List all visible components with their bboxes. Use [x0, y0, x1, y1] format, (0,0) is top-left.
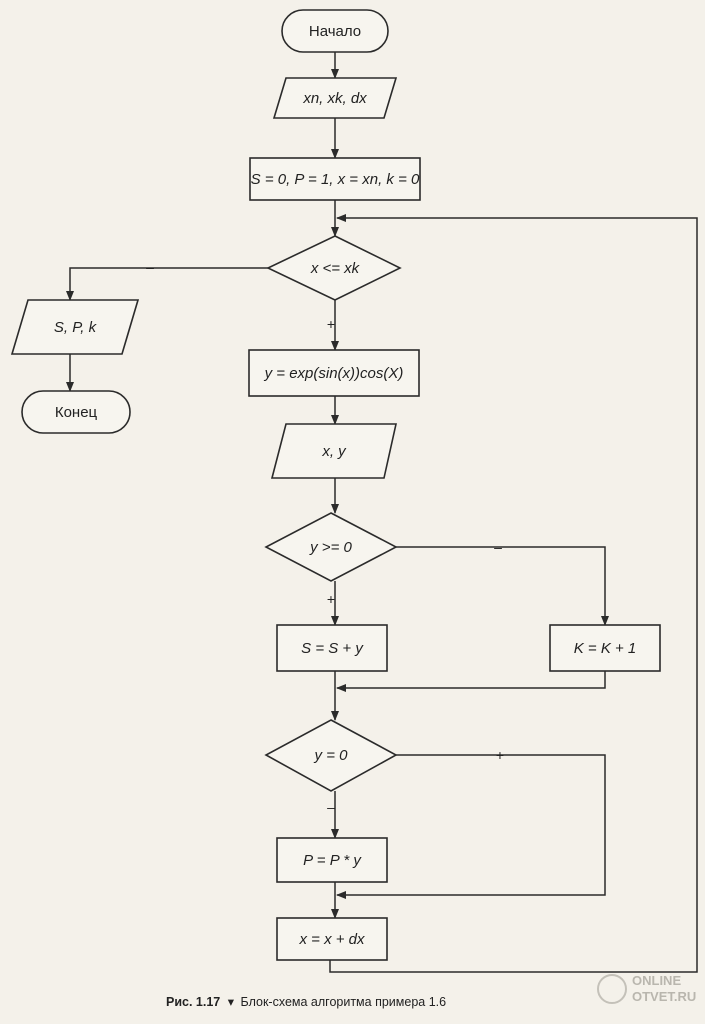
start-terminal — [281, 9, 389, 53]
watermark-line2: OTVET.RU — [632, 989, 696, 1004]
loop-condition-diamond — [266, 235, 402, 301]
y-zero-condition-label: y = 0 — [314, 747, 349, 764]
init-label: S = 0, P = 1, x = xn, k = 0 — [251, 171, 420, 188]
init-process — [249, 157, 421, 201]
loop-condition-label: x <= xk — [310, 260, 361, 277]
y-nonneg-no-sign: – — [494, 539, 502, 555]
end-terminal — [21, 390, 131, 434]
start-label: Начало — [309, 23, 361, 40]
arrow-cond-no-to-output — [66, 267, 268, 301]
watermark: ONLINE OTVET.RU — [597, 973, 696, 1004]
inc-process — [276, 917, 388, 961]
loop-no-sign: – — [146, 259, 154, 275]
caption-text: Блок-схема алгоритма примера 1.6 — [241, 995, 447, 1009]
y-nonneg-condition-label: y >= 0 — [309, 539, 352, 556]
xy-output-parallelogram — [270, 423, 397, 479]
prod-process — [276, 837, 388, 883]
arrow-count-merge — [336, 671, 606, 692]
y-zero-yes-sign: + — [496, 747, 504, 763]
watermark-line1: ONLINE — [632, 973, 681, 988]
lightbulb-icon — [597, 974, 627, 1004]
connectors — [66, 52, 698, 973]
arrow-cond3-yes-bypass — [336, 754, 606, 899]
sum-process — [276, 624, 388, 672]
input-label: xn, xk, dx — [302, 90, 367, 107]
y-zero-no-sign: – — [327, 799, 335, 815]
arrow-cond2-no-to-count — [396, 546, 609, 626]
compute-process — [248, 349, 420, 397]
result-output-parallelogram — [10, 299, 140, 355]
result-output-label: S, P, k — [54, 319, 98, 336]
arrow-loop-back — [329, 214, 698, 973]
end-label: Конец — [55, 404, 98, 421]
y-nonneg-condition-diamond — [264, 512, 398, 582]
compute-label: y = exp(sin(x))cos(X) — [264, 365, 404, 382]
caption-prefix: Рис. 1.17 — [166, 995, 220, 1009]
caption-marker: ▾ — [228, 995, 235, 1009]
input-parallelogram — [272, 77, 398, 119]
y-nonneg-yes-sign: + — [327, 591, 335, 607]
y-zero-condition-diamond — [264, 719, 398, 792]
sum-label: S = S + y — [301, 640, 364, 657]
prod-label: P = P * y — [303, 852, 362, 869]
count-process — [549, 624, 661, 672]
xy-output-label: x, y — [321, 443, 347, 460]
loop-yes-sign: + — [327, 316, 335, 332]
count-label: K = K + 1 — [574, 640, 637, 657]
figure-caption: Рис. 1.17 ▾ Блок-схема алгоритма примера… — [166, 995, 446, 1009]
inc-label: x = x + dx — [298, 931, 365, 948]
